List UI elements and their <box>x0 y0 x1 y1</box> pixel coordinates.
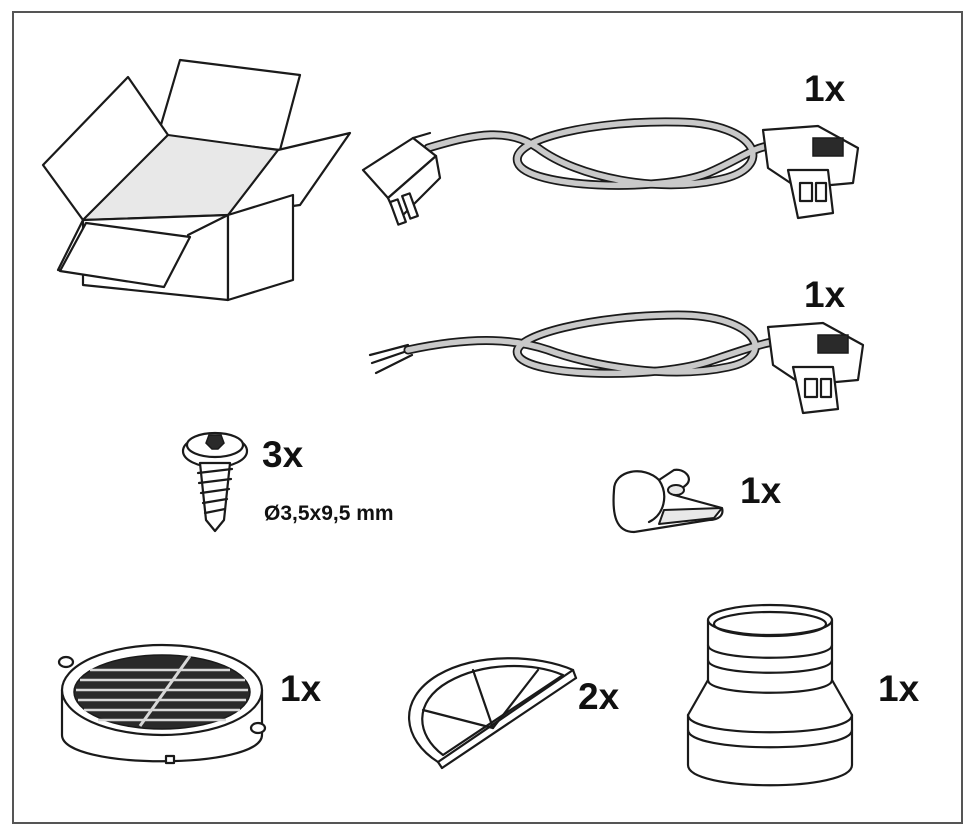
power-cable-bare-wires-icon <box>368 310 865 415</box>
cable-clip-icon <box>612 468 724 534</box>
screw-size-spec: Ø3,5x9,5 mm <box>264 502 394 525</box>
round-grease-filter-icon <box>57 643 267 765</box>
parts-list-frame <box>12 11 963 824</box>
cable-clip-quantity: 1x <box>740 470 782 511</box>
flap-quantity: 2x <box>578 676 620 717</box>
bare-cable-quantity: 1x <box>804 274 846 315</box>
half-round-flap-icon <box>408 657 578 770</box>
power-cable-with-plug-icon <box>361 117 860 226</box>
grease-filter-quantity: 1x <box>280 668 322 709</box>
screw-quantity: 3x <box>262 434 304 475</box>
reducer-quantity: 1x <box>878 668 920 709</box>
duct-reducer-icon <box>686 603 854 787</box>
screw-icon <box>181 431 249 533</box>
open-cardboard-box-icon <box>41 58 352 302</box>
plug-cable-quantity: 1x <box>804 68 846 109</box>
